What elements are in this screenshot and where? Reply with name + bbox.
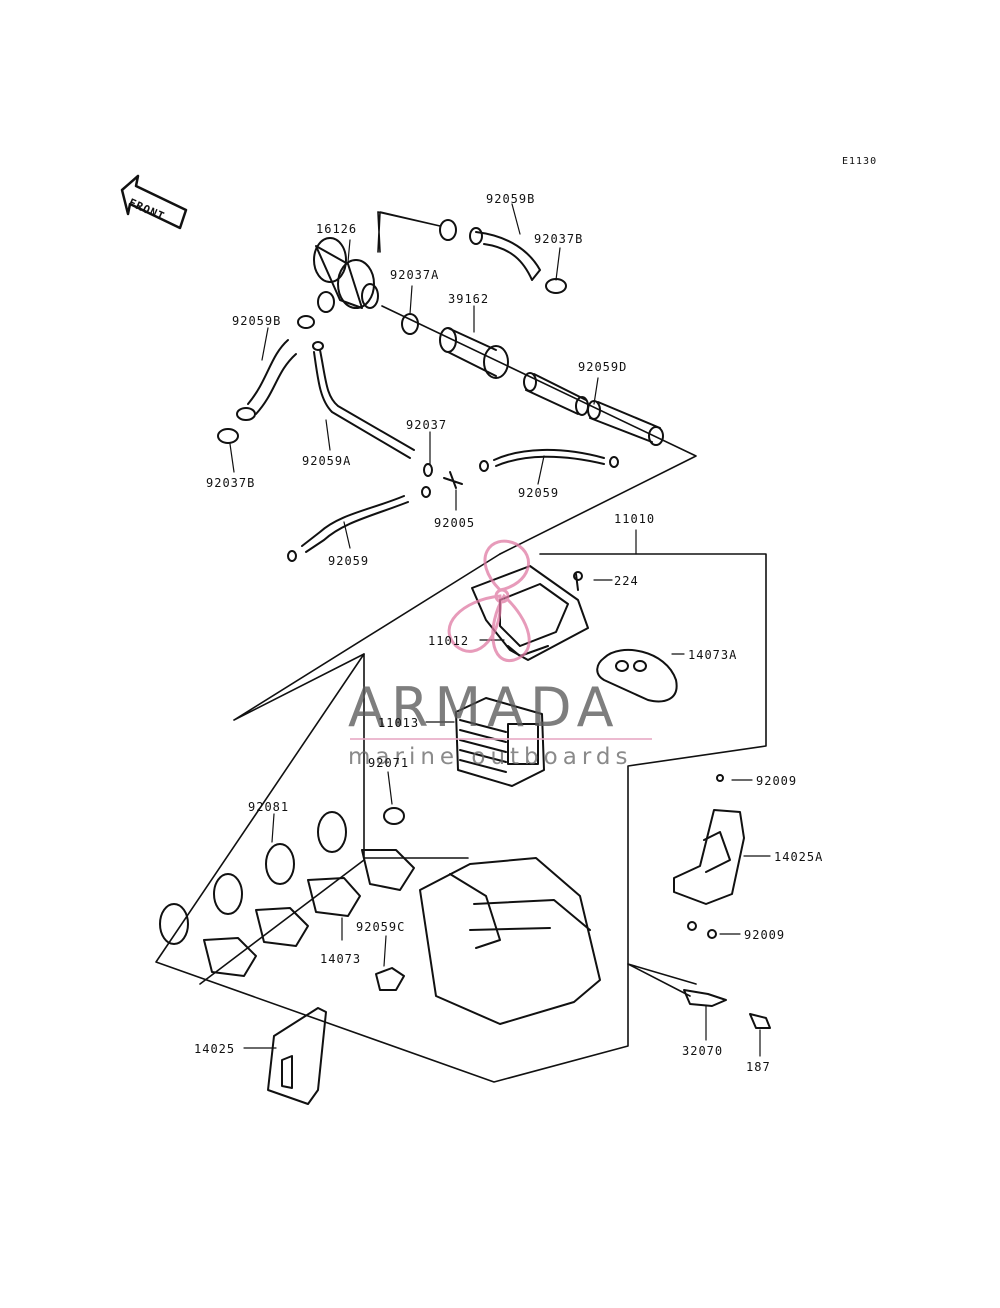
- part-label-187[interactable]: 187: [746, 1060, 771, 1074]
- part-label-92009-top[interactable]: 92009: [756, 774, 798, 788]
- part-label-14073A[interactable]: 14073A: [688, 648, 738, 662]
- clamp-92059A-top: [312, 341, 324, 351]
- clamp-small-2: [421, 486, 431, 498]
- part-92005-fitting: [443, 471, 463, 489]
- part-92037A-clamp: [401, 313, 419, 335]
- part-14025-cover: [267, 1007, 327, 1105]
- part-92071-grommet: [383, 807, 405, 825]
- clamp-top-1: [439, 219, 457, 241]
- part-label-39162[interactable]: 39162: [448, 292, 490, 306]
- part-label-92037B-left[interactable]: 92037B: [206, 476, 256, 490]
- part-label-11010[interactable]: 11010: [614, 512, 656, 526]
- part-label-92059-right[interactable]: 92059: [518, 486, 560, 500]
- part-92037-clamp: [423, 463, 433, 477]
- part-224-screw: [573, 571, 583, 581]
- part-92059B-hose-left: [217, 315, 315, 444]
- part-airbox-case: [419, 857, 601, 1025]
- part-39162-filter: [439, 327, 509, 379]
- part-label-92071[interactable]: 92071: [368, 756, 410, 770]
- part-92059B-hose-top: [475, 231, 541, 281]
- part-92059A-hose: [313, 349, 415, 459]
- clamp-top-2: [469, 227, 483, 245]
- part-92081-clamps: [159, 811, 347, 945]
- clamp-small-4: [287, 550, 297, 562]
- part-92059D-hose: [523, 372, 664, 446]
- part-16126-elbow: [313, 237, 379, 313]
- part-label-92059D[interactable]: 92059D: [578, 360, 628, 374]
- clamp-small-1: [479, 460, 489, 472]
- part-32070-bracket: [683, 989, 727, 1007]
- watermark-logo: [447, 539, 531, 662]
- part-92059-hose-right: [493, 448, 605, 467]
- part-label-32070[interactable]: 32070: [682, 1044, 724, 1058]
- front-arrow-icon: [120, 174, 188, 230]
- part-14073-joints: [203, 849, 415, 977]
- label-leaders: [229, 203, 771, 1057]
- part-label-92059-lower[interactable]: 92059: [328, 554, 370, 568]
- part-92037B-clamp-top: [545, 278, 567, 294]
- part-label-14025[interactable]: 14025: [194, 1042, 236, 1056]
- part-label-92037B-top[interactable]: 92037B: [534, 232, 584, 246]
- frame-line-top: [377, 211, 697, 555]
- watermark-title: ARMADA: [348, 676, 620, 739]
- part-label-92059B-left[interactable]: 92059B: [232, 314, 282, 328]
- part-14025A-bracket: [673, 774, 745, 905]
- part-11012-cover: [471, 565, 589, 661]
- part-14073A-rubber: [596, 648, 678, 703]
- part-label-92059C[interactable]: 92059C: [356, 920, 406, 934]
- part-187-bolt: [749, 1013, 771, 1029]
- part-label-14025A[interactable]: 14025A: [774, 850, 824, 864]
- part-label-92037[interactable]: 92037: [406, 418, 448, 432]
- watermark-rule: [350, 738, 652, 740]
- frame-line-inner: [199, 553, 501, 985]
- part-label-92059B-top[interactable]: 92059B: [486, 192, 536, 206]
- part-label-11012[interactable]: 11012: [428, 634, 470, 648]
- diagram-code: E1130: [842, 156, 878, 167]
- part-label-14073[interactable]: 14073: [320, 952, 362, 966]
- watermark-subtitle: marine outboards: [348, 744, 633, 770]
- part-11013-element: [455, 697, 545, 787]
- clamp-small-3: [609, 456, 619, 468]
- part-92009-screw-b: [707, 929, 717, 939]
- part-92009-screw-a: [687, 921, 697, 931]
- part-label-92081[interactable]: 92081: [248, 800, 290, 814]
- frame-line-32070: [627, 963, 697, 997]
- part-label-16126[interactable]: 16126: [316, 222, 358, 236]
- part-label-11013[interactable]: 11013: [378, 716, 420, 730]
- part-label-92059A[interactable]: 92059A: [302, 454, 352, 468]
- part-label-92005[interactable]: 92005: [434, 516, 476, 530]
- part-label-92037A[interactable]: 92037A: [390, 268, 440, 282]
- part-label-224[interactable]: 224: [614, 574, 639, 588]
- part-label-92009-bottom[interactable]: 92009: [744, 928, 786, 942]
- part-92059C-elbow: [375, 967, 405, 991]
- part-92059-hose-lower: [301, 495, 409, 553]
